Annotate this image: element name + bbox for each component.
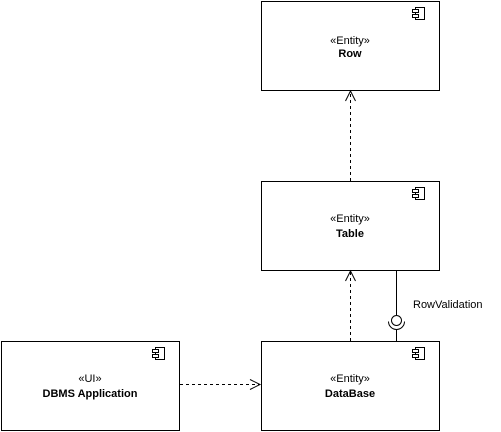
interface-row-validation[interactable]: RowValidation	[388, 271, 483, 341]
component-table-stereotype: «Entity»	[330, 213, 370, 225]
component-row-stereotype: «Entity»	[330, 35, 370, 47]
component-database-stereotype: «Entity»	[330, 373, 370, 385]
dependency-dbms-application-to-database[interactable]	[180, 379, 262, 390]
component-row-box	[261, 1, 440, 91]
interface-socket	[388, 321, 405, 330]
open-arrowhead	[345, 89, 356, 102]
dependency-database-to-table[interactable]	[345, 269, 356, 341]
component-dbms-application[interactable]: «UI» DBMS Application	[1, 341, 180, 431]
component-icon	[412, 187, 425, 200]
component-icon	[412, 347, 425, 360]
component-database-box	[261, 341, 440, 431]
interface-row-validation-label: RowValidation	[413, 299, 483, 311]
component-icon	[412, 7, 425, 20]
dependency-table-to-row[interactable]	[345, 89, 356, 181]
component-database-name: DataBase	[325, 388, 375, 400]
component-dbms-application-name: DBMS Application	[43, 388, 138, 400]
component-icon	[152, 347, 165, 360]
component-row[interactable]: «Entity» Row	[261, 1, 440, 91]
interface-ball	[391, 315, 402, 326]
component-row-name: Row	[338, 48, 362, 60]
open-arrowhead	[345, 269, 356, 282]
open-arrowhead	[249, 379, 262, 390]
component-dbms-application-stereotype: «UI»	[78, 373, 101, 385]
component-database[interactable]: «Entity» DataBase	[261, 341, 440, 431]
component-table[interactable]: «Entity» Table	[261, 181, 440, 271]
component-table-name: Table	[336, 228, 364, 240]
component-dbms-application-box	[1, 341, 180, 431]
